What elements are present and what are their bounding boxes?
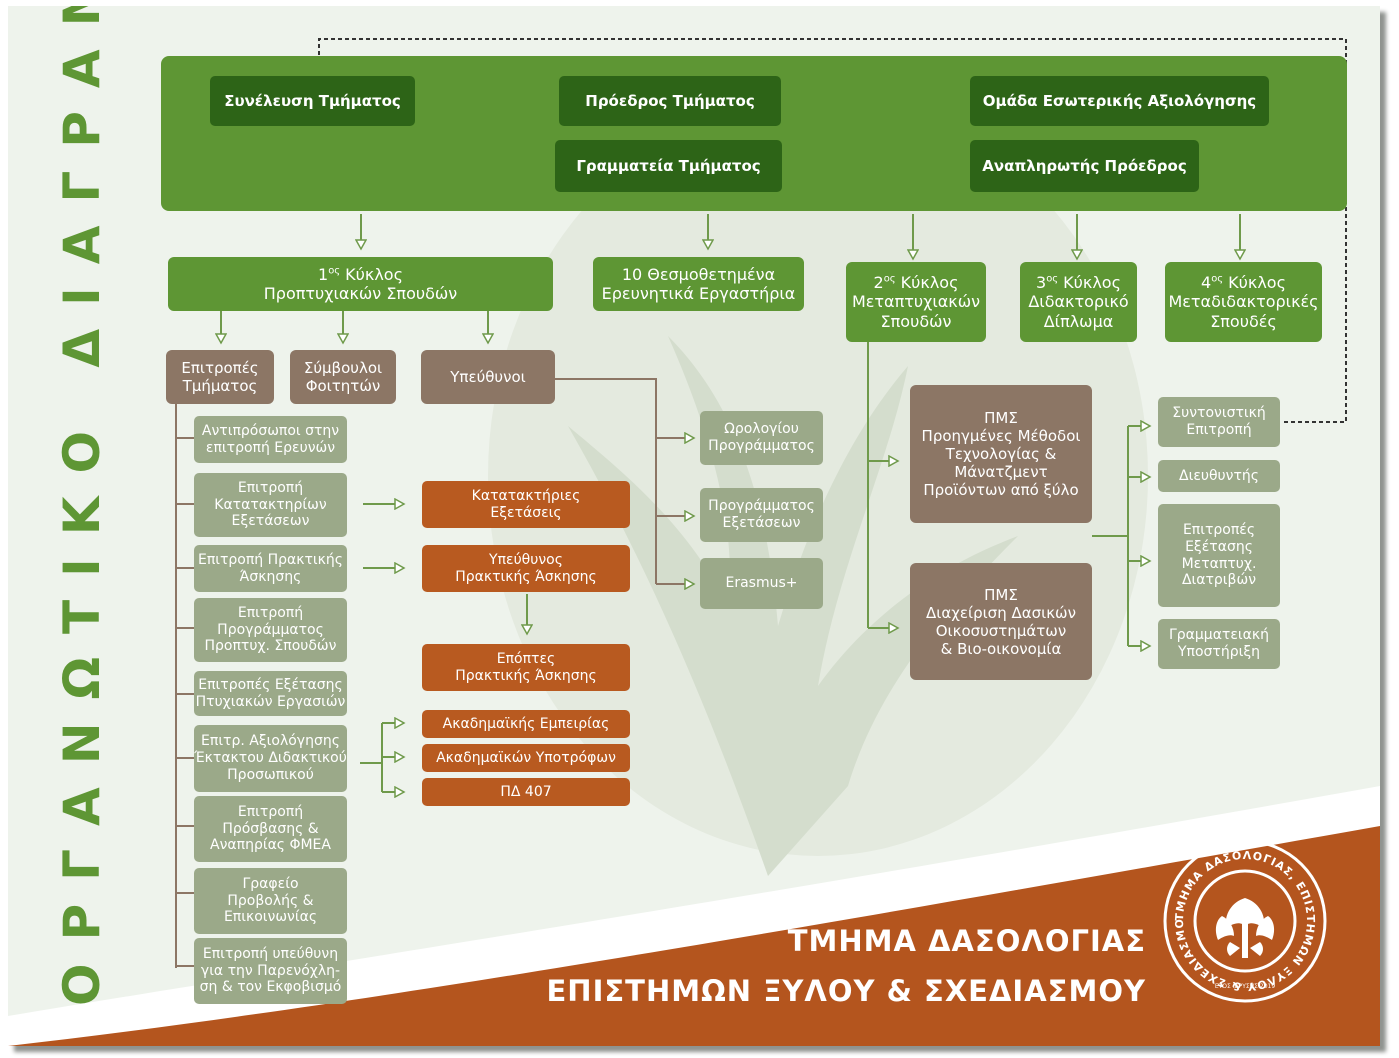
coordinating-committee-box: Συντονιστική Επιτροπή	[1158, 397, 1280, 447]
research-labs-box: 10 Θεσμοθετημένα Ερευνητικά Εργαστήρια	[593, 257, 804, 311]
department-seal-icon: ΤΜΗΜΑ ΔΑΣΟΛΟΓΙΑΣ, ΕΠΙΣΤΗΜΩΝ ΞΥΛΟΥ & ΣΧΕΔ…	[1160, 836, 1327, 1003]
internship-head-box: Υπεύθυνος Πρακτικής Άσκησης	[422, 545, 630, 592]
committee-item: Αντιπρόσωποι στην επιτροπή Ερευνών	[194, 416, 347, 463]
department-title-line2: ΕΠΙΣΤΗΜΩΝ ΞΥΛΟΥ & ΣΧΕΔΙΑΣΜΟΥ	[546, 974, 1146, 1008]
academic-experience-box: Ακαδημαϊκής Εμπειρίας	[422, 710, 630, 738]
vertical-title: ΟΡΓΑΝΩΤΙΚΟ ΔΙΑΓΡΑΜΜΑ	[53, 6, 111, 1006]
academic-fellows-box: Ακαδημαϊκών Υποτρόφων	[422, 744, 630, 772]
department-committees-box: Επιτροπές Τμήματος	[166, 350, 274, 404]
chart-frame: Συνέλευση Τμήματος Πρόεδρος Τμήματος Γρα…	[8, 6, 1380, 1046]
assembly-box: Συνέλευση Τμήματος	[210, 76, 415, 126]
director-box: Διευθυντής	[1158, 460, 1280, 492]
chair-box: Πρόεδρος Τμήματος	[559, 76, 781, 126]
internship-supervisors-box: Επόπτες Πρακτικής Άσκησης	[422, 644, 630, 691]
committee-item: Επιτροπές Εξέτασης Πτυχιακών Εργασιών	[194, 671, 347, 716]
secretarial-support-box: Γραμματειακή Υποστήριξη	[1158, 619, 1280, 669]
responsible-persons-box: Υπεύθυνοι	[421, 350, 555, 404]
committee-item: Επιτροπή υπεύθυνη για την Παρενόχλη- ση …	[194, 938, 347, 1004]
seal-founded-text: ΕΤΟΣ ΙΔΡΥΣΗΣ 2019	[1215, 983, 1275, 990]
dashed-link	[318, 38, 1347, 423]
erasmus-responsible-box: Erasmus+	[700, 558, 823, 609]
transfer-exams-box: Κατατακτήριες Εξετάσεις	[422, 481, 630, 528]
committee-item: Επιτροπή Πρακτικής Άσκησης	[194, 545, 347, 592]
pms-forest-ecosystems-box: ΠΜΣ Διαχείριση Δασικών Οικοσυστημάτων & …	[910, 563, 1092, 680]
bottom-band	[8, 826, 1380, 1046]
committee-item: Γραφείο Προβολής & Επικοινωνίας	[194, 868, 347, 934]
internal-evaluation-box: Ομάδα Εσωτερικής Αξιολόγησης	[970, 76, 1269, 126]
thesis-committees-box: Επιτροπές Εξέτασης Μεταπτυχ. Διατριβών	[1158, 504, 1280, 607]
committee-item: Επιτροπή Πρόσβασης & Αναπηρίας ΦΜΕΑ	[194, 796, 347, 862]
committee-item: Επιτρ. Αξιολόγησης Έκτακτου Διδακτικού Π…	[194, 725, 347, 792]
secretariat-box: Γραμματεία Τμήματος	[555, 140, 782, 192]
exam-schedule-responsible-box: Προγράμματος Εξετάσεων	[700, 488, 823, 542]
student-advisors-box: Σύμβουλοι Φοιτητών	[290, 350, 396, 404]
timetable-responsible-box: Ωρολογίου Προγράμματος	[700, 411, 823, 465]
deputy-chair-box: Αναπληρωτής Πρόεδρος	[970, 140, 1199, 192]
department-title-line1: ΤΜΗΜΑ ΔΑΣΟΛΟΓΙΑΣ	[787, 924, 1146, 958]
committee-item: Επιτροπή Κατατακτηρίων Εξετάσεων	[194, 473, 347, 537]
pd407-box: ΠΔ 407	[422, 778, 630, 806]
pms-wood-products-box: ΠΜΣ Προηγμένες Μέθοδοι Τεχνολογίας & Μάν…	[910, 385, 1092, 523]
committee-item: Επιτροπή Προγράμματος Προπτυχ. Σπουδών	[194, 598, 347, 662]
